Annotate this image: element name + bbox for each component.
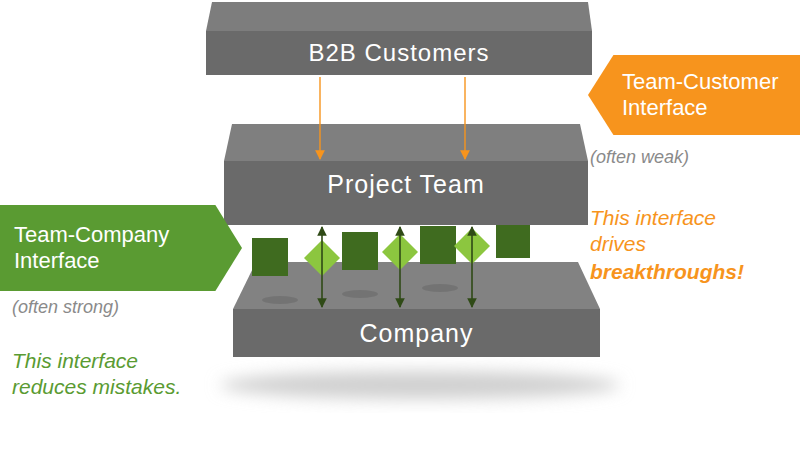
annotation-note: This interface reduces mistakes.: [12, 348, 207, 401]
callout-title: Team-Company Interface: [14, 222, 212, 275]
slab-top-face: [233, 262, 600, 309]
double-arrow: [399, 227, 401, 307]
annotation-note: breakthroughs!: [590, 259, 790, 285]
layer-title: Company: [360, 318, 474, 348]
double-arrow: [321, 227, 323, 307]
block-shadows: [262, 284, 458, 304]
flow-arrow: [464, 77, 465, 159]
layer-slab: Company: [233, 309, 600, 357]
double-arrow: [471, 227, 473, 307]
annotation-note: (often weak): [590, 146, 790, 169]
layer-title: Project Team: [327, 169, 484, 199]
callout-tab: Team-Customer Interface: [588, 55, 800, 135]
slab-top-face: [224, 124, 588, 161]
flow-arrow: [319, 77, 320, 159]
layer-title: B2B Customers: [308, 39, 489, 68]
annotation-note: This interface drives: [590, 205, 760, 258]
floor-shadow: [220, 371, 620, 399]
layer-slab: B2B Customers: [206, 31, 592, 75]
annotation-note: (often strong): [12, 296, 232, 319]
callout-tab: Team-Company Interface: [0, 205, 242, 291]
callout-title: Team-Customer Interface: [622, 69, 794, 122]
interface-blocks: [252, 222, 530, 276]
layer-slab: Project Team: [224, 161, 588, 225]
slab-top-face: [206, 2, 592, 31]
